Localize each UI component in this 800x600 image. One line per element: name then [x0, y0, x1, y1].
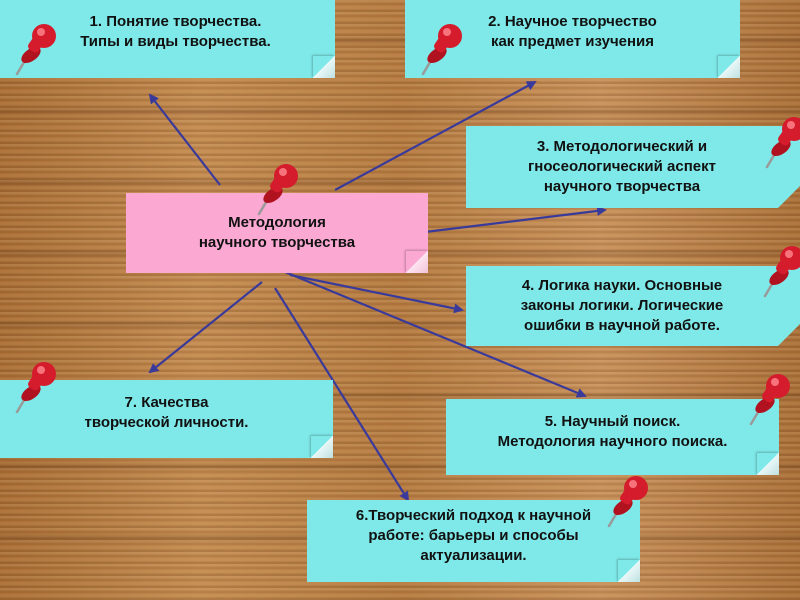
topic-2-line2: как предмет изучения — [490, 33, 655, 50]
pushpin-icon — [749, 374, 790, 426]
topic-4-line2: законы логики. Логические — [520, 297, 724, 314]
topic-7-line2: творческой личности. — [84, 414, 249, 431]
topic-3-line3: научного творчества — [543, 178, 701, 195]
page-curl — [718, 56, 740, 78]
arrow-to-topic-3 — [424, 206, 607, 234]
arrow-to-topic-2 — [334, 81, 537, 191]
topic-6-line3: актуализации. — [420, 547, 527, 564]
arrow-to-topic-4 — [289, 273, 464, 314]
topic-note-1: 1. Понятие творчества. Типы и виды творч… — [0, 0, 335, 78]
topic-note-3: 3. Методологический и гносеологический а… — [466, 126, 800, 208]
center-note: Методология научного творчества — [126, 193, 428, 273]
topic-7-line1: 7. Качества — [124, 394, 209, 411]
pushpin-icon — [15, 362, 56, 414]
pushpin-icon — [765, 117, 800, 169]
topic-note-7: 7. Качества творческой личности. — [0, 380, 333, 458]
topic-2-line1: 2. Научное творчество — [488, 13, 657, 30]
topic-5-line1: 5. Научный поиск. — [544, 413, 681, 430]
arrow-to-topic-7 — [148, 281, 263, 374]
topic-1-line1: 1. Понятие творчества. — [89, 13, 262, 30]
pushpin-icon — [421, 24, 462, 76]
topic-5-line2: Методология научного поиска. — [497, 433, 728, 450]
topic-6-line2: работе: барьеры и способы — [368, 527, 579, 544]
page-curl — [311, 436, 333, 458]
topic-note-2: 2. Научное творчество как предмет изучен… — [405, 0, 740, 78]
page-curl — [757, 453, 779, 475]
center-line1: Методология — [228, 214, 326, 231]
page-curl — [406, 251, 428, 273]
topic-4-line1: 4. Логика науки. Основные — [521, 277, 723, 294]
topic-note-5: 5. Научный поиск. Методология научного п… — [446, 399, 779, 475]
arrow-to-topic-1 — [148, 93, 221, 186]
topic-4-line3: ошибки в научной работе. — [524, 317, 720, 334]
page-curl — [313, 56, 335, 78]
topic-1-line2: Типы и виды творчества. — [80, 33, 271, 50]
center-line2: научного творчества — [198, 234, 356, 251]
page-curl — [618, 560, 640, 582]
topic-note-6: 6.Творческий подход к научной работе: ба… — [307, 500, 640, 582]
pushpin-icon — [15, 24, 56, 76]
arrow-to-topic-6 — [274, 287, 410, 502]
topic-6-line1: 6.Творческий подход к научной — [355, 507, 592, 524]
pushpin-icon — [257, 164, 298, 216]
pushpin-icon — [763, 246, 800, 298]
topic-3-line1: 3. Методологический и — [536, 138, 708, 155]
topic-note-4: 4. Логика науки. Основные законы логики.… — [466, 266, 800, 346]
topic-3-line2: гносеологический аспект — [528, 158, 716, 175]
pushpin-icon — [607, 476, 648, 528]
arrow-to-topic-5 — [284, 270, 587, 398]
